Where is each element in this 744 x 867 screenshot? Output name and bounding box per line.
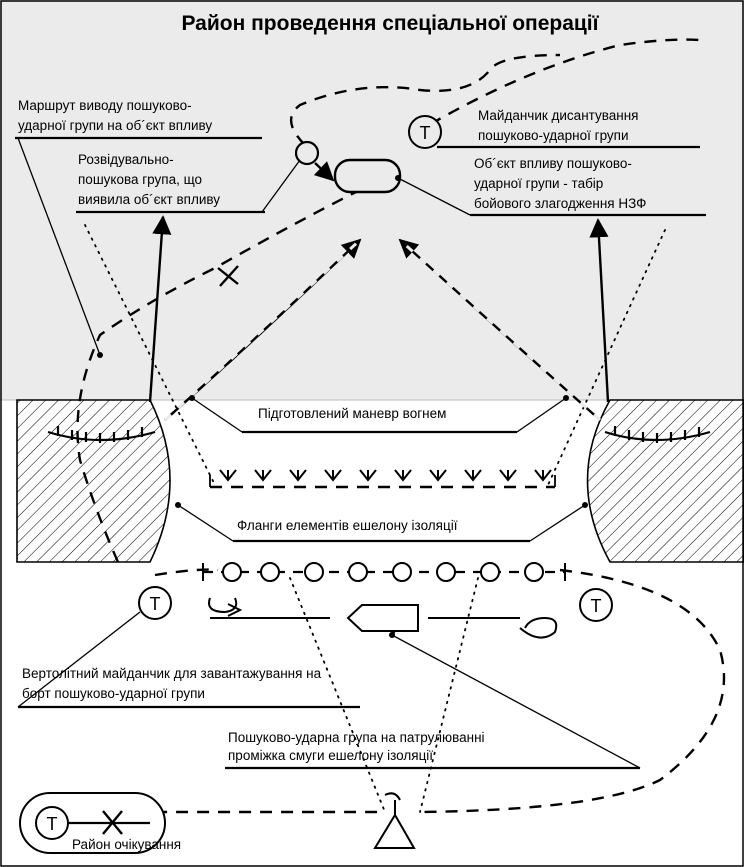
recon-label-line1: Розвідувально- [78,152,174,167]
recon-label-line2: пошукова група, що [78,172,202,187]
helipad-label-line2: борт пошуково-ударної групи [22,686,205,701]
landing-label-line1: Майданчик дисантування [478,108,638,123]
fortification-icon [604,426,711,443]
hatched-terrain-icon [586,399,744,563]
helipad-letter: T [47,814,58,834]
helipad-icon [579,588,613,622]
patrol-label-line2: проміжка смуги ешелону ізоляції [228,748,433,763]
diagram-title: Район проведення спеціальної операції [181,12,599,35]
fire-maneuver-label: Підготовлений маневр вогнем [258,406,446,421]
fortification-icon [47,426,156,443]
hatched-terrain-icon [16,399,171,563]
heli-patrol-icon [208,597,558,639]
landing-label-line2: пошуково-ударної групи [478,128,629,143]
route-label-line1: Маршрут виводу пошуково- [18,98,192,113]
route-cross-marker [217,265,239,287]
helipad-icon [408,115,442,149]
wire-obstacle-icon [209,469,556,489]
target-label-line1: Об´єкт впливу пошуково- [474,156,632,171]
flanks-label: Фланги елементів ешелону ізоляції [237,518,458,533]
target-label-line2: ударної групи - табір [474,176,603,191]
target-label-line3: бойового злагодження НЗФ [474,196,646,211]
helipad-letter: T [420,123,431,143]
patrol-label-line1: Пошуково-ударна група на патрулюванні [228,730,485,745]
observation-post-icon [373,792,416,849]
patrol-chain-icon [202,562,566,582]
helipad-label-line1: Вертолітний майданчик для завантажування… [22,666,322,681]
operation-area [0,0,744,400]
observation-post-icon [294,140,320,166]
helipad-letter: T [150,594,161,614]
waiting-area-label: Район очікування [72,837,181,852]
target-camp-icon [333,158,402,194]
helipad-letter: T [591,596,602,616]
route-label-line2: ударної групи на об´єкт впливу [18,118,212,133]
helipad-icon [138,586,172,620]
recon-label-line3: виявила об´єкт впливу [78,192,220,207]
